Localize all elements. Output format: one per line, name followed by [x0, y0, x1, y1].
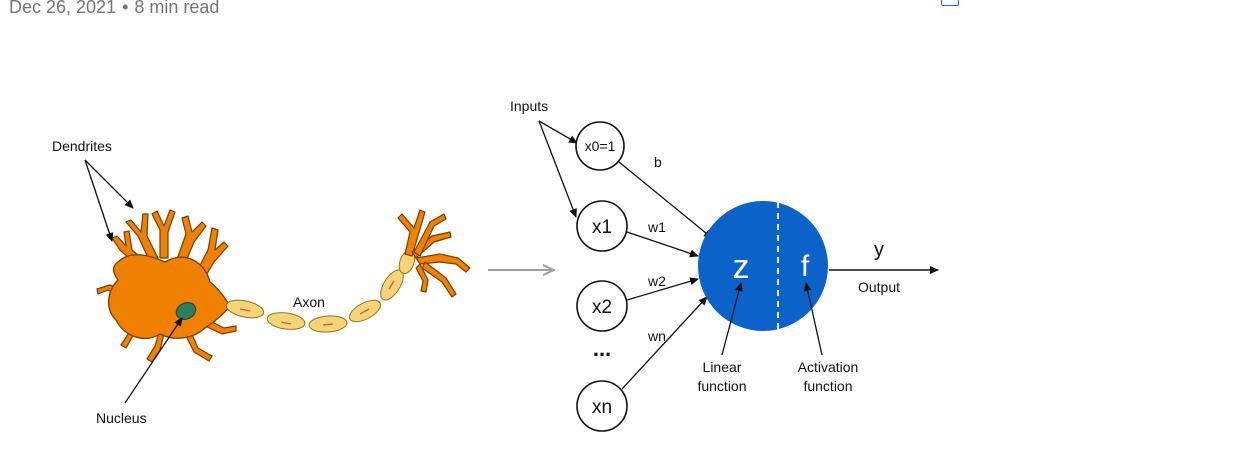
bookmark-icon[interactable]	[941, 0, 959, 6]
soma	[108, 254, 231, 339]
edge-b	[618, 161, 713, 239]
nucleus-arrow	[124, 317, 183, 404]
input-node-xn: xn	[576, 380, 628, 432]
inputs-arrow-2	[538, 120, 577, 218]
dendrites-arrow-2	[84, 159, 114, 242]
inputs-arrow-1	[538, 120, 578, 144]
axon-terminal	[397, 209, 471, 298]
read-time: 8 min read	[134, 0, 220, 17]
inputs-label: Inputs	[510, 98, 548, 114]
linear-arrow	[721, 282, 743, 356]
publish-date: Dec 26, 2021	[9, 0, 117, 17]
linear-symbol: z	[733, 248, 750, 286]
input-node-x1: x1	[576, 200, 628, 252]
meta-separator: •	[122, 0, 129, 17]
input-node-label: x0=1	[585, 138, 616, 154]
edge-w1	[626, 231, 699, 258]
biological-neuron: Dendrites Axon Nucleus	[52, 138, 471, 426]
activation-label-line1: Activation	[798, 359, 859, 375]
weight-b: b	[654, 154, 662, 170]
output-symbol: y	[874, 239, 884, 261]
weight-wn: wn	[647, 328, 666, 344]
edge-w2	[626, 277, 699, 301]
output-label: Output	[858, 279, 900, 295]
weight-w1: w1	[647, 219, 666, 235]
ellipsis: ...	[593, 336, 611, 361]
input-node-x2: x2	[576, 280, 628, 332]
dendrites-arrow-1	[84, 159, 134, 209]
linear-label-line1: Linear	[703, 359, 742, 375]
input-node-label: xn	[592, 397, 612, 418]
axon-label: Axon	[293, 294, 325, 310]
article-meta: Dec 26, 2021 • 8 min read	[9, 0, 219, 18]
edge-wn	[621, 296, 708, 390]
perceptron: Inputs x0=1 x1 x2 ... xn b w1 w2 wn	[510, 98, 939, 432]
dendrites-label: Dendrites	[52, 138, 112, 154]
axon-segments	[225, 249, 416, 333]
neuron-unit	[698, 201, 828, 331]
input-node-x0: x0=1	[575, 121, 625, 171]
input-node-label: x2	[592, 297, 612, 318]
nucleus-label: Nucleus	[96, 410, 147, 426]
nucleus	[175, 302, 197, 320]
linear-label-line2: function	[697, 378, 746, 394]
input-node-label: x1	[592, 217, 612, 238]
weight-w2: w2	[647, 273, 666, 289]
activation-symbol: f	[801, 250, 810, 283]
activation-arrow	[803, 282, 823, 356]
axon-marks	[239, 280, 395, 326]
activation-label-line2: function	[803, 378, 852, 394]
